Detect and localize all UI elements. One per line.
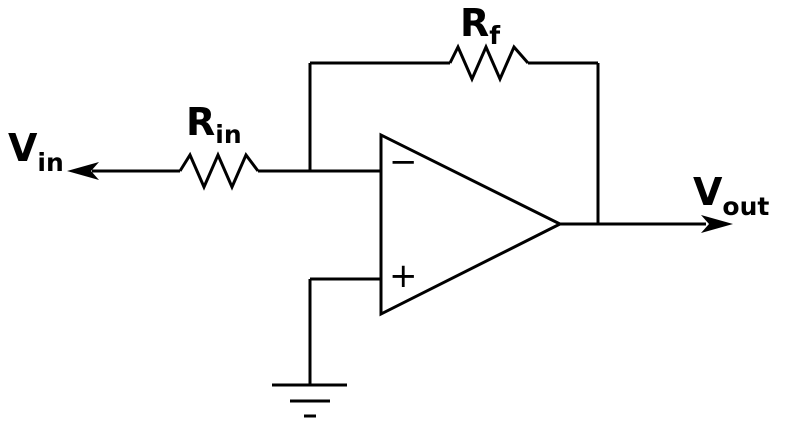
rin-resistor xyxy=(178,151,260,191)
vout-label-main: V xyxy=(693,170,723,214)
vout-label: Vout xyxy=(693,170,769,221)
rf-resistor xyxy=(448,43,530,83)
opamp-triangle xyxy=(379,132,564,317)
rf-label: Rf xyxy=(460,1,501,50)
rin-label-sub: in xyxy=(215,120,241,149)
minus-sign: − xyxy=(389,142,418,182)
ground-symbol xyxy=(272,383,347,418)
rf-label-sub: f xyxy=(489,21,501,50)
rf-label-main: R xyxy=(460,1,489,45)
vin-arrowhead xyxy=(67,162,99,180)
vin-label-main: V xyxy=(8,126,38,170)
plus-sign: + xyxy=(389,256,418,296)
vin-label-sub: in xyxy=(37,148,63,177)
vout-label-sub: out xyxy=(722,192,769,221)
vout-arrowhead xyxy=(701,215,733,233)
rin-label-main: R xyxy=(186,100,215,144)
rin-label: Rin xyxy=(186,100,242,149)
vin-label: Vin xyxy=(8,126,64,177)
